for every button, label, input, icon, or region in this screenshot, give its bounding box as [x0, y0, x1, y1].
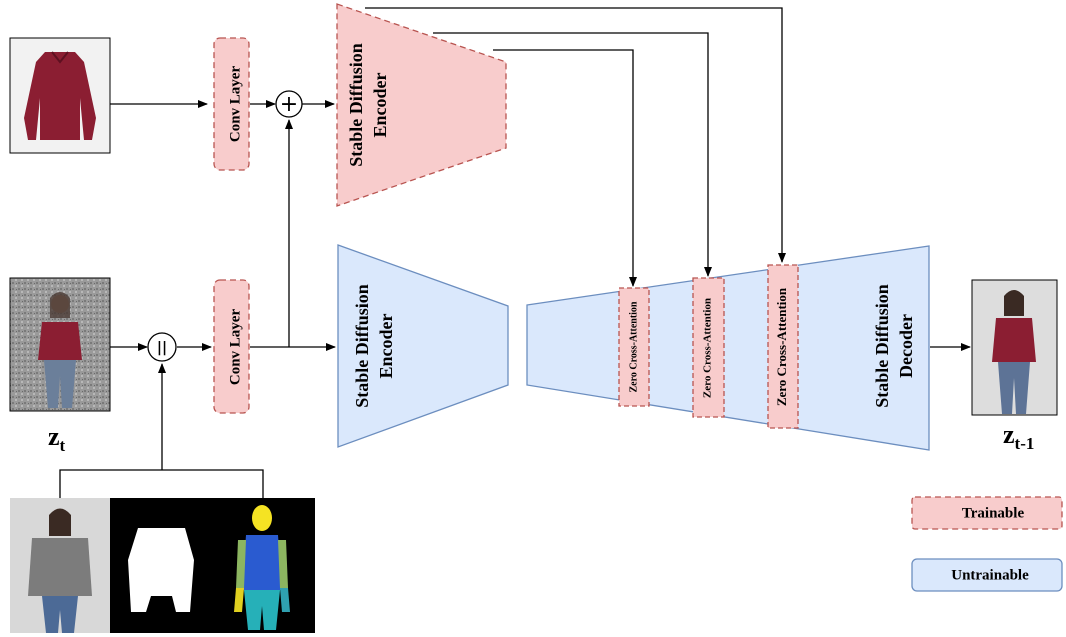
sd-encoder-frozen-line1: Stable Diffusion	[352, 284, 372, 408]
zero-cross-attention-2: Zero Cross-Attention	[692, 277, 725, 418]
sd-encoder-trainable-line2: Encoder	[370, 72, 390, 137]
skip-line-2	[433, 32, 712, 277]
sd-decoder-line1: Stable Diffusion	[872, 284, 892, 408]
zero-cross-attention-1: Zero Cross-Attention	[618, 287, 650, 407]
output-latent-image	[971, 279, 1058, 416]
sd-encoder-trainable: Stable Diffusion Encoder	[336, 3, 507, 207]
garment-image	[9, 37, 111, 154]
sd-decoder-line2: Decoder	[896, 314, 916, 378]
skip-line-3	[365, 7, 786, 263]
zero-cross-attention-1-label: Zero Cross-Attention	[628, 301, 639, 392]
zt1-label: zt-1	[1003, 420, 1034, 453]
conv-layer-bottom: Conv Layer	[213, 279, 250, 414]
add-symbol: +	[280, 92, 298, 117]
legend-trainable: Trainable	[911, 496, 1063, 530]
legend-untrainable: Untrainable	[911, 558, 1063, 592]
legend-untrainable-label: Untrainable	[951, 567, 1029, 583]
condition-images	[10, 498, 315, 633]
sd-encoder-frozen: Stable Diffusion Encoder	[337, 244, 509, 448]
conv-layer-bottom-label: Conv Layer	[227, 309, 243, 386]
skip-line-1	[493, 49, 637, 287]
connection-lines	[59, 7, 971, 498]
zero-cross-attention-3: Zero Cross-Attention	[767, 264, 799, 429]
conv-layer-top: Conv Layer	[213, 37, 250, 171]
zero-cross-attention-3-label: Zero Cross-Attention	[774, 287, 789, 406]
conv-layer-top-label: Conv Layer	[227, 66, 243, 143]
sd-encoder-trainable-line1: Stable Diffusion	[346, 43, 366, 167]
legend-trainable-label: Trainable	[962, 505, 1025, 521]
condition-bracket	[59, 469, 264, 498]
zero-cross-attention-2-label: Zero Cross-Attention	[702, 298, 714, 398]
legend: Trainable Untrainable	[911, 496, 1063, 592]
noisy-latent-image	[9, 277, 111, 412]
concat-operator: ||	[147, 332, 177, 362]
concat-symbol: ||	[157, 340, 167, 356]
add-operator: +	[275, 90, 303, 118]
sd-decoder: Stable Diffusion Decoder	[526, 245, 930, 451]
sd-encoder-frozen-line2: Encoder	[376, 313, 396, 378]
zt-label: zt	[48, 422, 66, 455]
